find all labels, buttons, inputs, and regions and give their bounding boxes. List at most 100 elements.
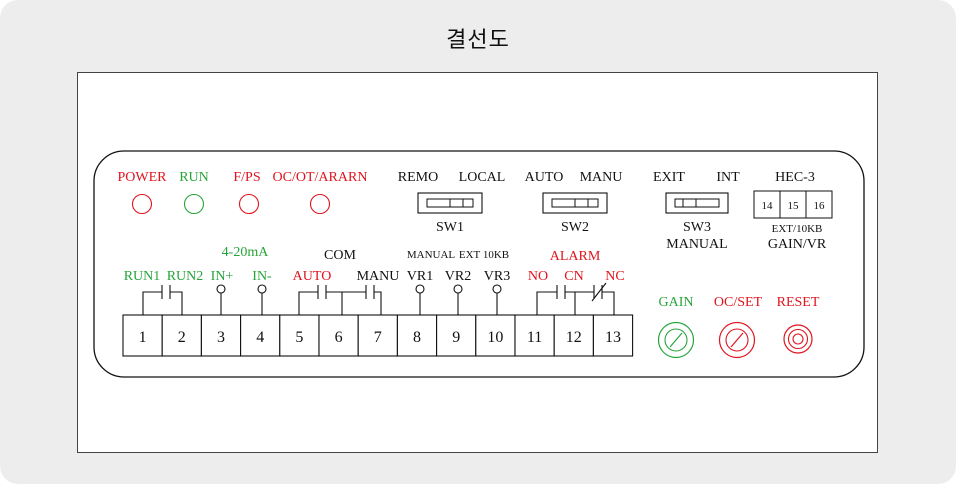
terminal-number: 11 [527,329,542,346]
terminal-number: 6 [335,329,343,346]
terminal-number: 7 [374,329,382,346]
sw2-body [542,192,608,214]
sw3-slot [674,198,720,208]
sw2-switch: AUTO MANU SW2 [525,170,623,235]
sw1-body [417,192,483,214]
terminal-cell [318,314,359,357]
hec3-terminal-number: 14 [762,200,774,212]
alarm-group-label: ALARM [550,249,601,264]
terminal-number: 1 [139,329,147,346]
terminal-number: 13 [605,329,621,346]
led-indicators: POWER RUN F/PS OC/OT/ARARN [118,170,367,215]
no-label: NO [528,269,548,284]
terminal-number: 8 [413,329,421,346]
gain-knob-inner [664,328,688,352]
gain-knob-icon[interactable] [657,321,695,359]
terminal-cell [357,314,398,357]
terminal-number: 12 [566,329,582,346]
wiring-diagram: POWER RUN F/PS OC/OT/ARARN REMO LOCAL SW… [93,150,865,378]
manu-label: MANU [357,269,400,284]
in-plus-terminal-icon [216,284,226,294]
in-minus-label: IN- [252,269,272,284]
sw1-switch: REMO LOCAL SW1 [398,170,506,235]
vr3-terminal-icon [492,284,502,294]
terminal-cell [122,314,163,357]
terminal-cell [553,314,594,357]
terminal-number: 2 [178,329,186,346]
hec3-terminal-number: 15 [788,200,800,212]
sw2-right-label: MANU [580,170,623,185]
led-label-power: POWER [118,170,168,185]
sw3-left-label: EXIT [653,170,685,185]
terminal-number: 10 [487,329,503,346]
auto-label: AUTO [293,269,332,284]
hec3-terminal-boxes: 14 15 16 [753,190,833,219]
terminal-cell [514,314,555,357]
sw1-right-label: LOCAL [459,170,506,185]
reset-button[interactable] [783,324,813,354]
wiring-symbols [142,282,615,315]
hec3-sub-label-gain: GAIN/VR [768,237,827,252]
gain-knob-label: GAIN [659,295,694,310]
diagram-frame: POWER RUN F/PS OC/OT/ARARN REMO LOCAL SW… [77,72,878,453]
gain-knob[interactable] [657,321,695,359]
ocset-knob[interactable] [718,321,756,359]
alarm-contact-icon [536,282,615,315]
ocset-knob-icon[interactable] [718,321,756,359]
hec3-terminal-cell [779,190,807,219]
run2-label: RUN2 [167,269,204,284]
vr3-label: VR3 [484,269,510,284]
com-group-label: COM [324,248,356,263]
terminal-cell [475,314,516,357]
hec3-terminal-cell [753,190,781,219]
terminal-cell [396,314,438,357]
terminal-cell [240,314,281,357]
sw3-name: SW3 [683,220,711,235]
hec3-sub-label-ext: EXT/10KB [772,223,823,235]
vr-manual-label: MANUAL [407,249,456,261]
terminal-number: 9 [452,329,460,346]
vr1-terminal-icon [415,284,425,294]
controller-panel [93,150,865,378]
hec3-terminal-number: 16 [814,200,826,212]
terminal-number: 5 [295,329,303,346]
sw3-sub-label: MANUAL [666,237,727,252]
sw3-body [665,192,729,214]
sw1-name: SW1 [436,220,464,235]
cn-label: CN [564,269,583,284]
led-label-run: RUN [179,170,209,185]
run1-label: RUN1 [124,269,161,284]
reset-button-icon[interactable] [783,324,813,354]
page-title: 결선도 [446,28,510,53]
sw3-right-label: INT [716,170,740,185]
ocset-knob-slot [730,332,744,348]
ocset-knob-inner [725,328,749,352]
sw3-lever-icon [682,198,697,208]
terminal-cell [200,314,242,357]
sw1-lever-icon [449,198,464,208]
sw2-name: SW2 [561,220,589,235]
terminal-cell [592,314,634,357]
power-led-icon [131,193,153,215]
hec3-terminal-cell [805,190,833,219]
in-plus-label: IN+ [211,269,234,284]
reset-button-core [792,333,804,345]
adjustment-controls: GAIN OC/SET RESET [657,295,820,359]
sw1-left-label: REMO [398,170,438,185]
reset-button-ring [787,328,809,350]
vr2-terminal-icon [453,284,463,294]
led-label-fps: F/PS [233,170,260,185]
vr1-label: VR1 [407,269,433,284]
vr2-label: VR2 [445,269,471,284]
fault-led-icon [309,193,331,215]
analog-group-label: 4-20mA [222,245,270,260]
sw3-switch: EXIT INT SW3 MANUAL [653,170,740,252]
terminal-number: 4 [256,329,264,346]
run-led-icon [183,193,205,215]
com-contact-icon [298,285,382,315]
nc-label: NC [605,269,624,284]
sw2-lever-icon [574,198,589,208]
terminal-function-labels: RUN1 RUN2 IN+ IN- AUTO MANU VR1 VR2 VR3 … [124,269,625,284]
